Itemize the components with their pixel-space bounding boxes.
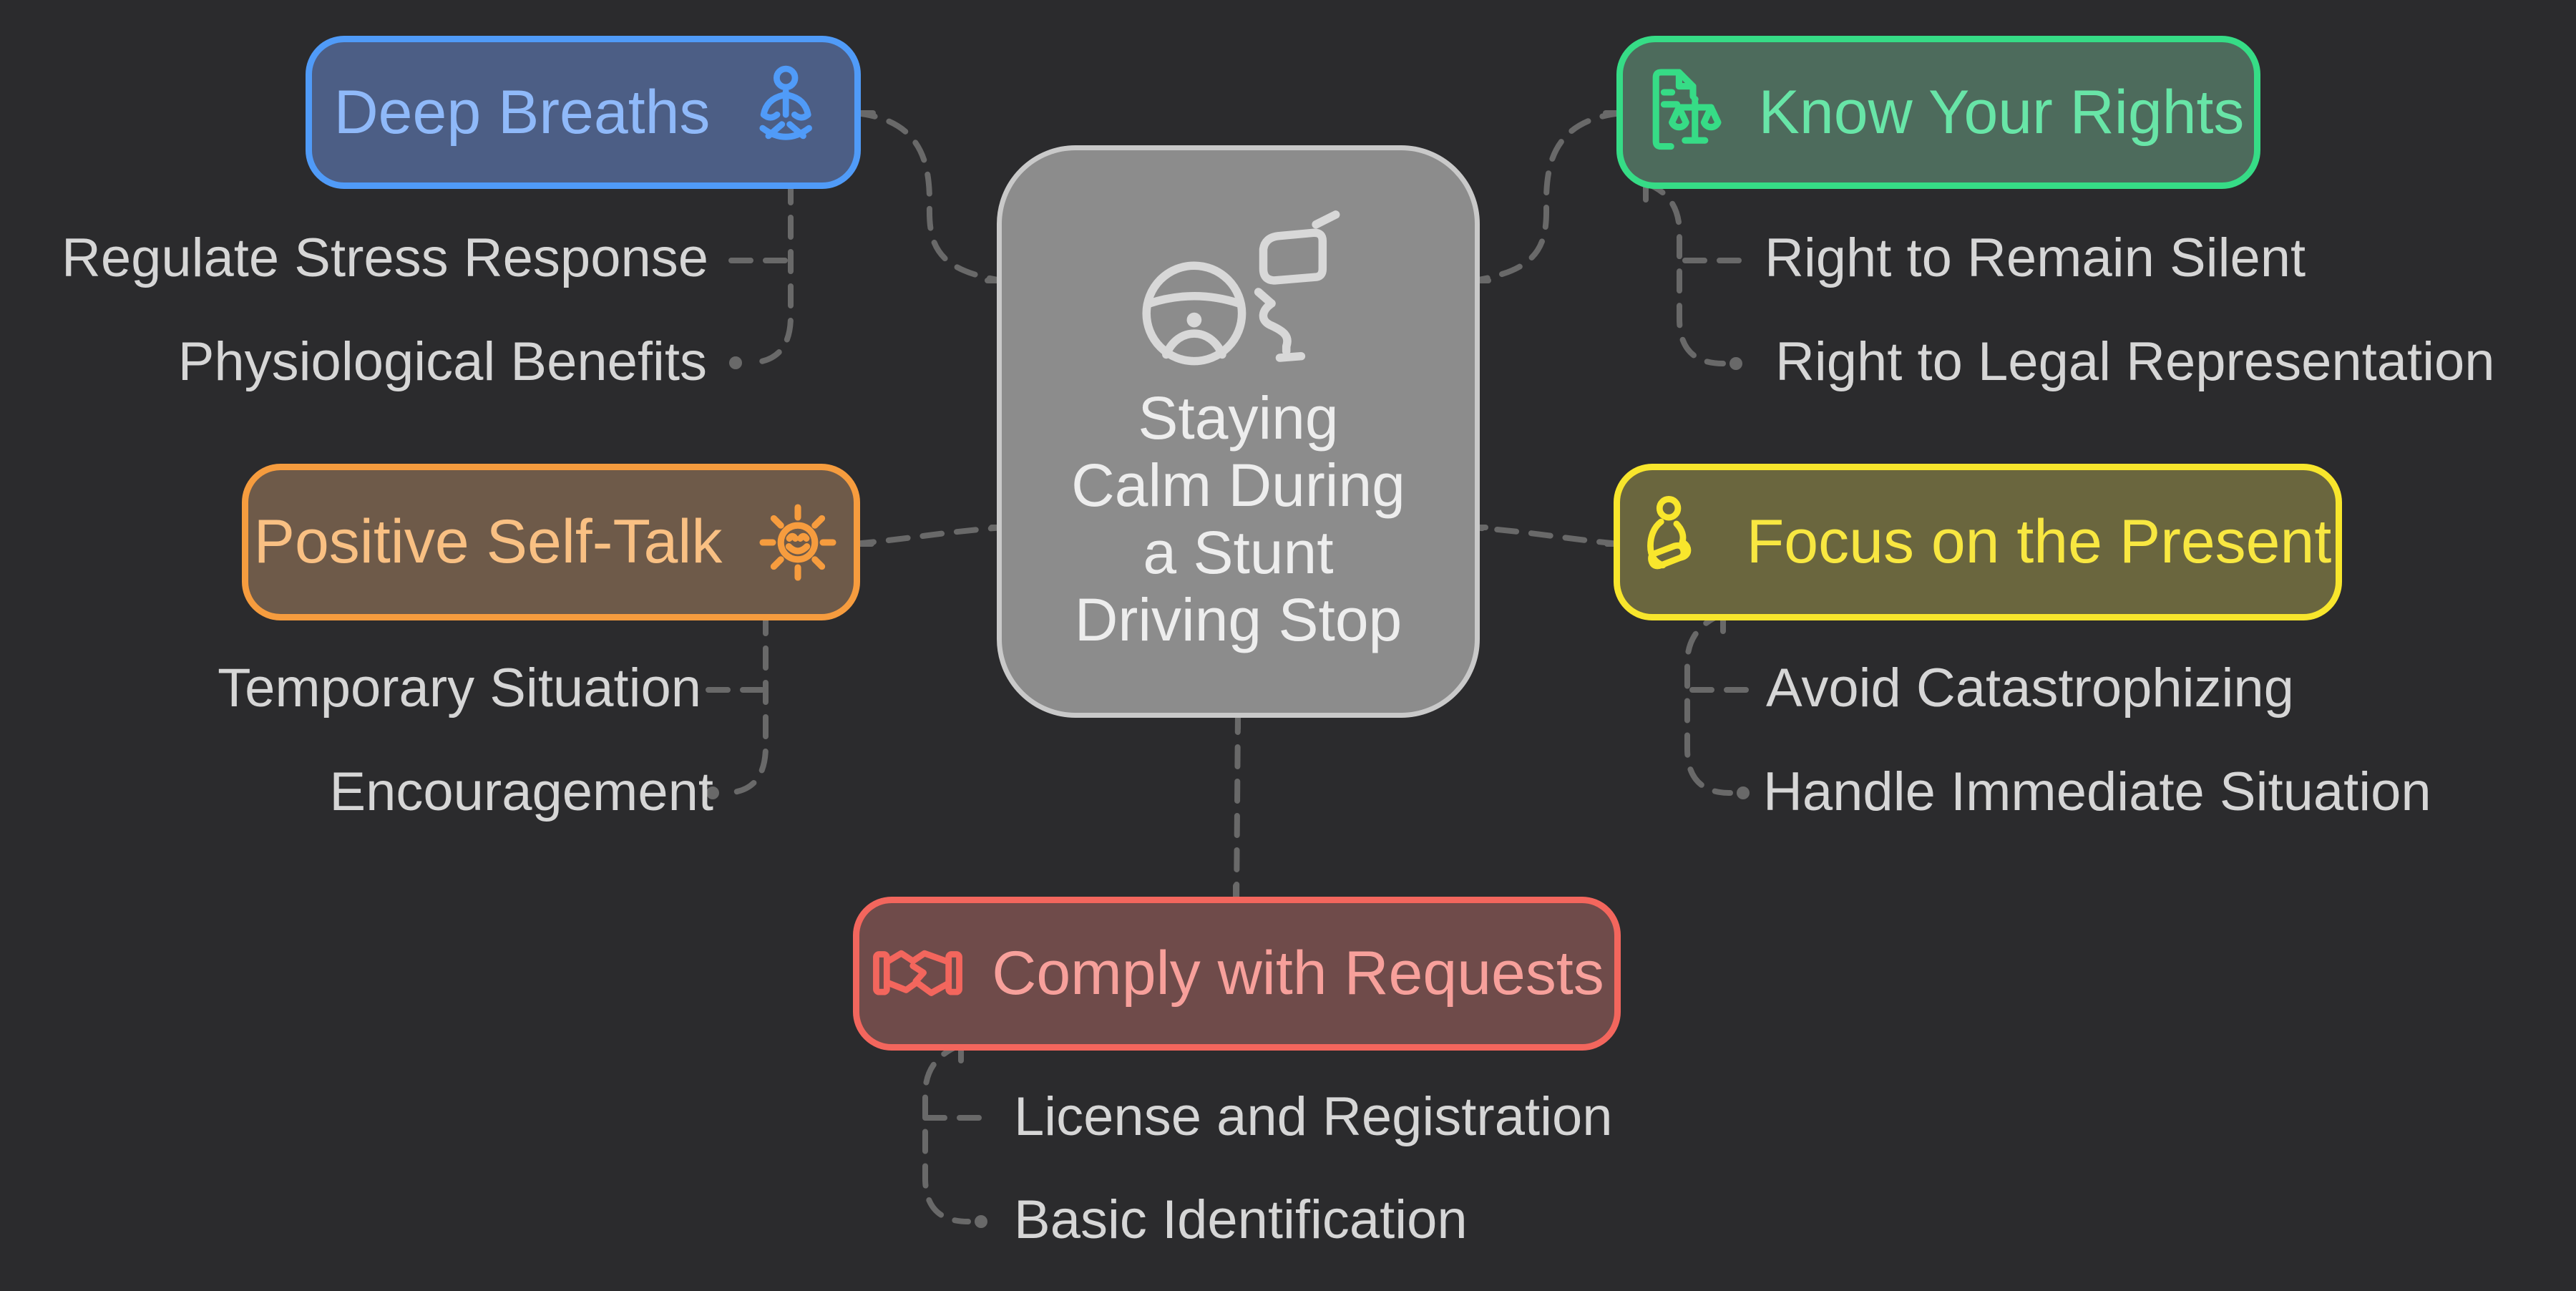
subnode-basic-identification[interactable]: Basic Identification xyxy=(1014,1189,1468,1250)
node-deep-breaths[interactable]: Deep Breaths xyxy=(306,36,861,189)
central-title-line: a Stunt xyxy=(1143,519,1334,586)
connector-comply-with-requests xyxy=(1234,710,1241,906)
subnode-handle-immediate-situation[interactable]: Handle Immediate Situation xyxy=(1763,761,2431,822)
subnode-avoid-catastrophizing[interactable]: Avoid Catastrophizing xyxy=(1766,658,2294,718)
connector-deep-breaths xyxy=(853,110,1005,283)
sitting-person-icon xyxy=(1624,494,1721,590)
central-title-line: Driving Stop xyxy=(1074,586,1402,653)
connector-comply-children xyxy=(922,1042,971,1224)
subnode-license-and-registration[interactable]: License and Registration xyxy=(1014,1086,1613,1147)
node-label: Deep Breaths xyxy=(333,77,711,147)
connector-positive-self-talk-children xyxy=(721,611,769,796)
connector-focus-children xyxy=(1684,611,1733,796)
node-positive-self-talk[interactable]: Positive Self-Talk xyxy=(242,464,860,620)
connector-know-your-rights xyxy=(1471,110,1624,283)
node-focus-on-the-present[interactable]: Focus on the Present xyxy=(1614,464,2342,620)
node-comply-with-requests[interactable]: Comply with Requests xyxy=(853,897,1621,1051)
subnode-right-to-legal-representation[interactable]: Right to Legal Representation xyxy=(1775,331,2495,392)
subnode-temporary-situation[interactable]: Temporary Situation xyxy=(218,658,701,718)
node-label: Know Your Rights xyxy=(1758,77,2245,147)
subnode-right-to-remain-silent[interactable]: Right to Remain Silent xyxy=(1765,228,2306,288)
node-know-your-rights[interactable]: Know Your Rights xyxy=(1616,36,2260,189)
document-scales-icon xyxy=(1633,62,1733,162)
subnode-regulate-stress-response[interactable]: Regulate Stress Response xyxy=(61,228,708,288)
central-node[interactable]: Staying Calm During a Stunt Driving Stop xyxy=(997,145,1480,718)
central-title-line: Staying xyxy=(1138,384,1339,452)
subnode-physiological-benefits[interactable]: Physiological Benefits xyxy=(177,331,707,392)
meditation-icon xyxy=(736,64,832,161)
connector-positive-self-talk xyxy=(852,525,1006,547)
handshake-icon xyxy=(869,925,966,1022)
node-label: Comply with Requests xyxy=(992,939,1604,1008)
central-title-line: Calm During xyxy=(1071,452,1405,519)
steering-wheel-icon xyxy=(1131,210,1346,374)
node-label: Focus on the Present xyxy=(1746,507,2332,576)
connector-focus-on-the-present xyxy=(1470,525,1621,547)
connector-know-your-rights-children xyxy=(1643,180,1726,366)
smiling-sun-icon xyxy=(748,492,848,593)
subnode-encouragement[interactable]: Encouragement xyxy=(329,761,713,822)
node-label: Positive Self-Talk xyxy=(253,507,723,576)
connector-deep-breaths-children xyxy=(745,180,794,366)
